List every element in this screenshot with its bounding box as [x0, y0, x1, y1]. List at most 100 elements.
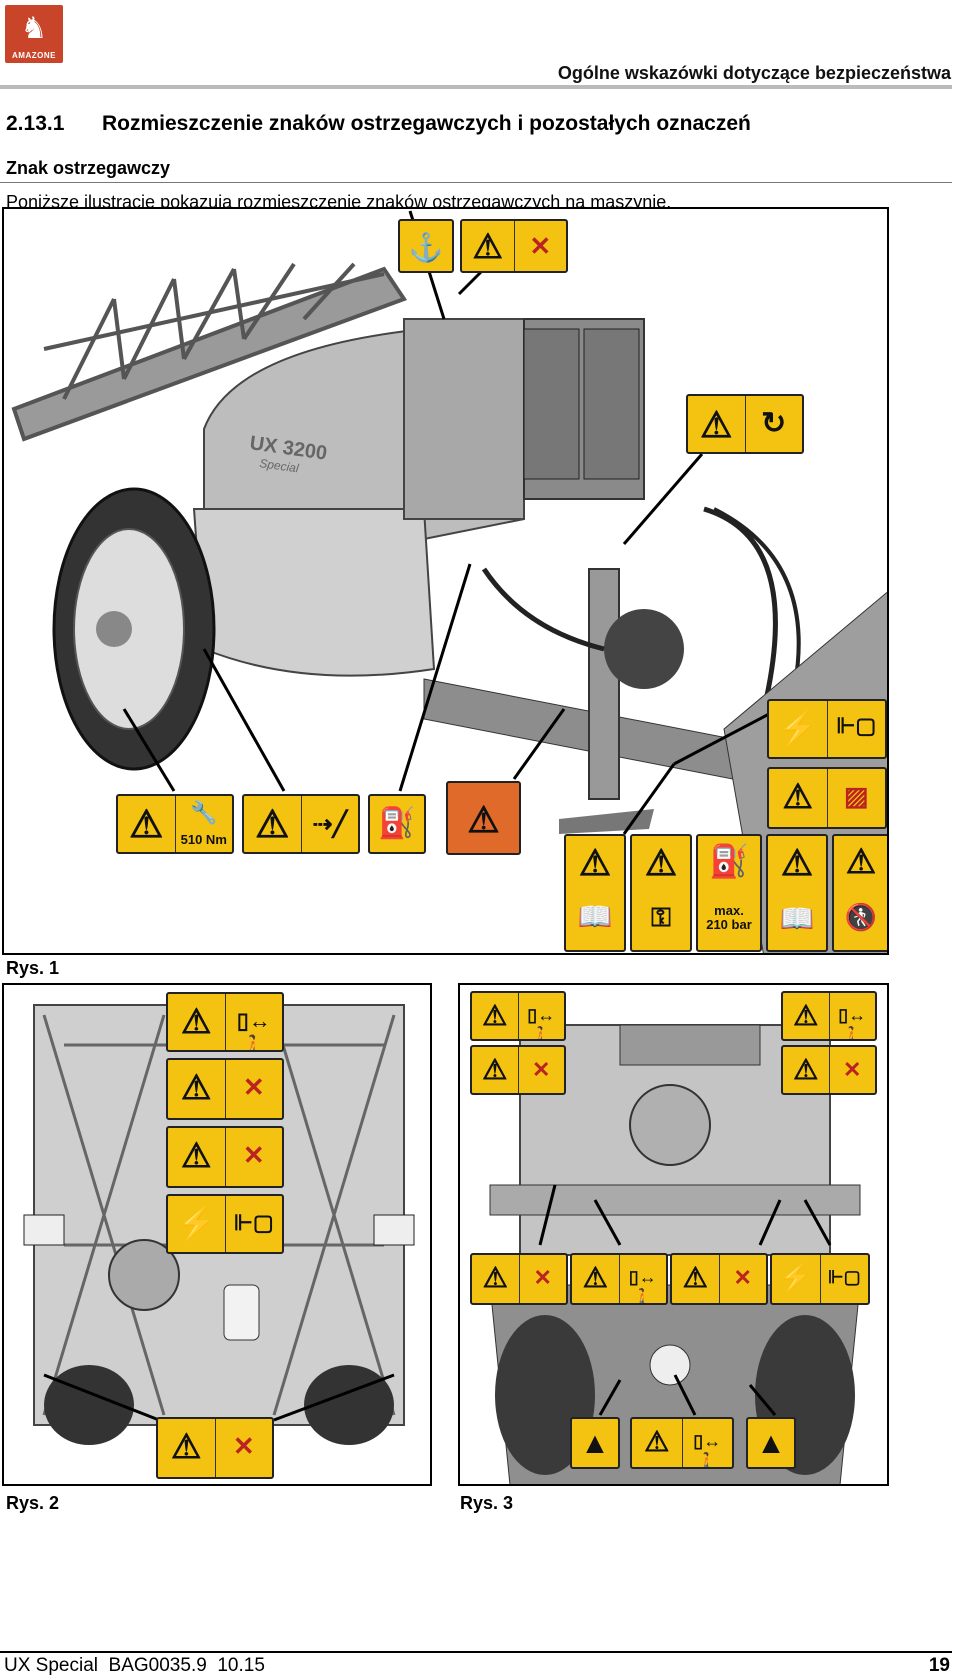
rotation-stop-icon: ↻	[761, 407, 787, 440]
fluid-jet-warning-icon: ⚠	[482, 1262, 508, 1293]
warning-triangle-icon: ⚠	[578, 842, 612, 883]
no-reach-in-icon: ✕	[232, 1431, 255, 1461]
electric-warning-icon: ⚡	[778, 1262, 814, 1293]
power-line-icon: ⊩▢	[827, 1267, 861, 1287]
sign-filling-point: ⛽	[368, 794, 426, 854]
sign-keep-distance-right: ⚠ ▯↔🚶	[781, 991, 877, 1041]
falling-parts-icon: ⚠	[793, 1000, 819, 1031]
manual-book-icon: 📖	[779, 903, 815, 934]
sign-read-manual: ⚠ 📖	[564, 834, 626, 952]
person-distance-icon: ▯↔🚶	[693, 1431, 722, 1469]
boom-fold-icon: ⇢╱	[312, 811, 348, 838]
no-touch-hose-icon: ✕	[242, 1072, 265, 1102]
sign-crushing-lower: ⚠ ✕	[156, 1417, 274, 1479]
sign-bottom-keep-distance: ⚠ ▯↔🚶	[630, 1417, 734, 1469]
figure-2-caption: Rys. 2	[6, 1493, 60, 1513]
sign-row-crushing: ⚠ ✕	[670, 1253, 768, 1305]
subheading-rule	[0, 182, 952, 183]
sign-hydraulic-pressure: ⛽ max. 210 bar	[696, 834, 762, 952]
crush-warning-icon: ⚠	[782, 778, 813, 816]
crush-warning-icon: ⚠	[181, 1137, 212, 1175]
jack-stand-icon: ⚠	[467, 799, 500, 840]
sign-no-standing-between: ⚠ 🚷	[832, 834, 887, 952]
fluid-jet-warning-icon: ⚠	[181, 1069, 212, 1107]
sign-wheel-torque: ⚠ 🔧 510 Nm	[116, 794, 234, 854]
sign-crushing-right: ⚠ ✕	[781, 1045, 877, 1095]
sign-hydraulic-fluid: ⚠ 📖	[766, 834, 828, 952]
crush-warning-icon: ⚠	[255, 804, 290, 846]
sign-lashing-point-left: ▲	[570, 1417, 620, 1469]
lashing-triangle-icon: ▲	[580, 1427, 610, 1460]
electric-warning-icon: ⚡	[776, 710, 819, 748]
warning-triangle-icon: ⚠	[472, 228, 503, 266]
sign-rotating-parts: ⚠ ↻	[686, 394, 804, 454]
entanglement-warning-icon: ⚠	[700, 404, 733, 445]
falling-parts-icon: ⚠	[582, 1262, 608, 1293]
accumulator-icon: ⛽	[709, 843, 749, 879]
lashing-triangle-icon: ▲	[756, 1427, 786, 1460]
sign-lashing-point-right: ▲	[746, 1417, 796, 1469]
crush-warning-icon: ⚠	[682, 1262, 708, 1293]
sign-hose-spray: ⚠ ✕	[166, 1058, 284, 1120]
no-reach-in-icon: ✕	[532, 1057, 551, 1082]
fluid-injection-icon: ⚠	[780, 842, 814, 883]
hatched-area-icon: ▨	[843, 781, 869, 811]
falling-parts-icon: ⚠	[482, 1000, 508, 1031]
sign-crushing-left: ⚠ ✕	[470, 1045, 566, 1095]
torque-value: 510 Nm	[180, 832, 227, 847]
sign-row-power-lines: ⚡ ⊩▢	[770, 1253, 870, 1305]
sign-row-hose-spray: ⚠ ✕	[470, 1253, 568, 1305]
tank-variant-label: Special	[259, 456, 300, 475]
sign-power-lines: ⚡ ⊩▢	[166, 1194, 284, 1254]
person-between-icon: 🚷	[844, 902, 878, 932]
pressure-value: max. 210 bar	[706, 903, 752, 932]
ignition-key-icon: ⚿	[651, 902, 671, 932]
person-distance-icon: ▯↔🚶	[628, 1267, 657, 1305]
footer-document-id: UX Special BAG0035.9 10.15	[4, 1655, 265, 1676]
falling-parts-icon: ⚠	[181, 1003, 212, 1041]
canister-icon: ⛽	[378, 807, 416, 840]
person-distance-icon: ▯↔🚶	[527, 1005, 556, 1041]
logo-wordmark: AMAZONE	[12, 51, 56, 60]
warning-triangle-icon: ⚠	[129, 804, 164, 846]
no-touch-hose-icon: ✕	[533, 1265, 552, 1290]
figure-1-caption: Rys. 1	[6, 958, 60, 978]
figure-1: UX 3200 Special	[2, 207, 889, 955]
sign-crushing-boom: ⚠ ⇢╱	[242, 794, 360, 854]
page-number: 19	[928, 1655, 950, 1676]
crush-warning-icon: ⚠	[845, 843, 877, 881]
figure-2: ⚠ ▯↔🚶 ⚠ ✕ ⚠ ✕ ⚡ ⊩▢ ⚠ ✕	[2, 983, 432, 1486]
footer-rule	[0, 1651, 952, 1653]
crush-warning-icon: ⚠	[171, 1428, 202, 1466]
figure-3-caption: Rys. 3	[460, 1493, 514, 1513]
sign-keep-distance-boom: ⚠ ▯↔🚶	[166, 992, 284, 1052]
sign-crushing-fold: ⚠ ✕	[166, 1126, 284, 1188]
sign-keep-distance-left: ⚠ ▯↔🚶	[470, 991, 566, 1041]
no-reach-in-icon: ✕	[242, 1140, 265, 1170]
amazone-logo: ♞ AMAZONE	[5, 5, 63, 63]
no-reach-in-icon: ✕	[843, 1057, 862, 1082]
person-distance-icon: ▯↔🚶	[236, 1008, 271, 1052]
running-header-title: Ogólne wskazówki dotyczące bezpieczeństw…	[557, 63, 951, 83]
sign-row-keep-distance: ⚠ ▯↔🚶	[570, 1253, 668, 1305]
no-reach-in-icon: ✕	[733, 1265, 752, 1290]
manual-book-icon: 📖	[577, 901, 613, 932]
crush-warning-icon: ⚠	[482, 1054, 508, 1085]
sign-lifting-point: ⚓	[398, 219, 454, 273]
no-cabin-entry-icon: ✕	[529, 231, 552, 261]
sign-toxic-substances: ⚠ ✕	[460, 219, 568, 273]
logo-emblem-icon: ♞	[20, 11, 48, 46]
sign-crushing-hazard: ⚠ ▨	[767, 767, 887, 829]
person-distance-icon: ▯↔🚶	[838, 1005, 867, 1041]
sign-remove-key: ⚠ ⚿	[630, 834, 692, 952]
section-number: 2.13.1	[6, 112, 65, 135]
power-line-icon: ⊩▢	[836, 713, 877, 738]
sign-high-voltage-distance: ⚡ ⊩▢	[767, 699, 887, 759]
subheading: Znak ostrzegawczy	[6, 158, 171, 178]
figure-3: ⚠ ▯↔🚶 ⚠ ✕ ⚠ ▯↔🚶 ⚠ ✕ ⚠ ✕ ⚠ ▯↔🚶 ⚠ ✕ ⚡ ⊩▢ ▲…	[458, 983, 889, 1486]
electric-warning-icon: ⚡	[175, 1205, 218, 1243]
power-line-icon: ⊩▢	[233, 1210, 274, 1235]
header-rule	[0, 85, 952, 89]
falling-parts-icon: ⚠	[644, 1426, 670, 1457]
sign-support-jack: ⚠	[446, 781, 521, 855]
